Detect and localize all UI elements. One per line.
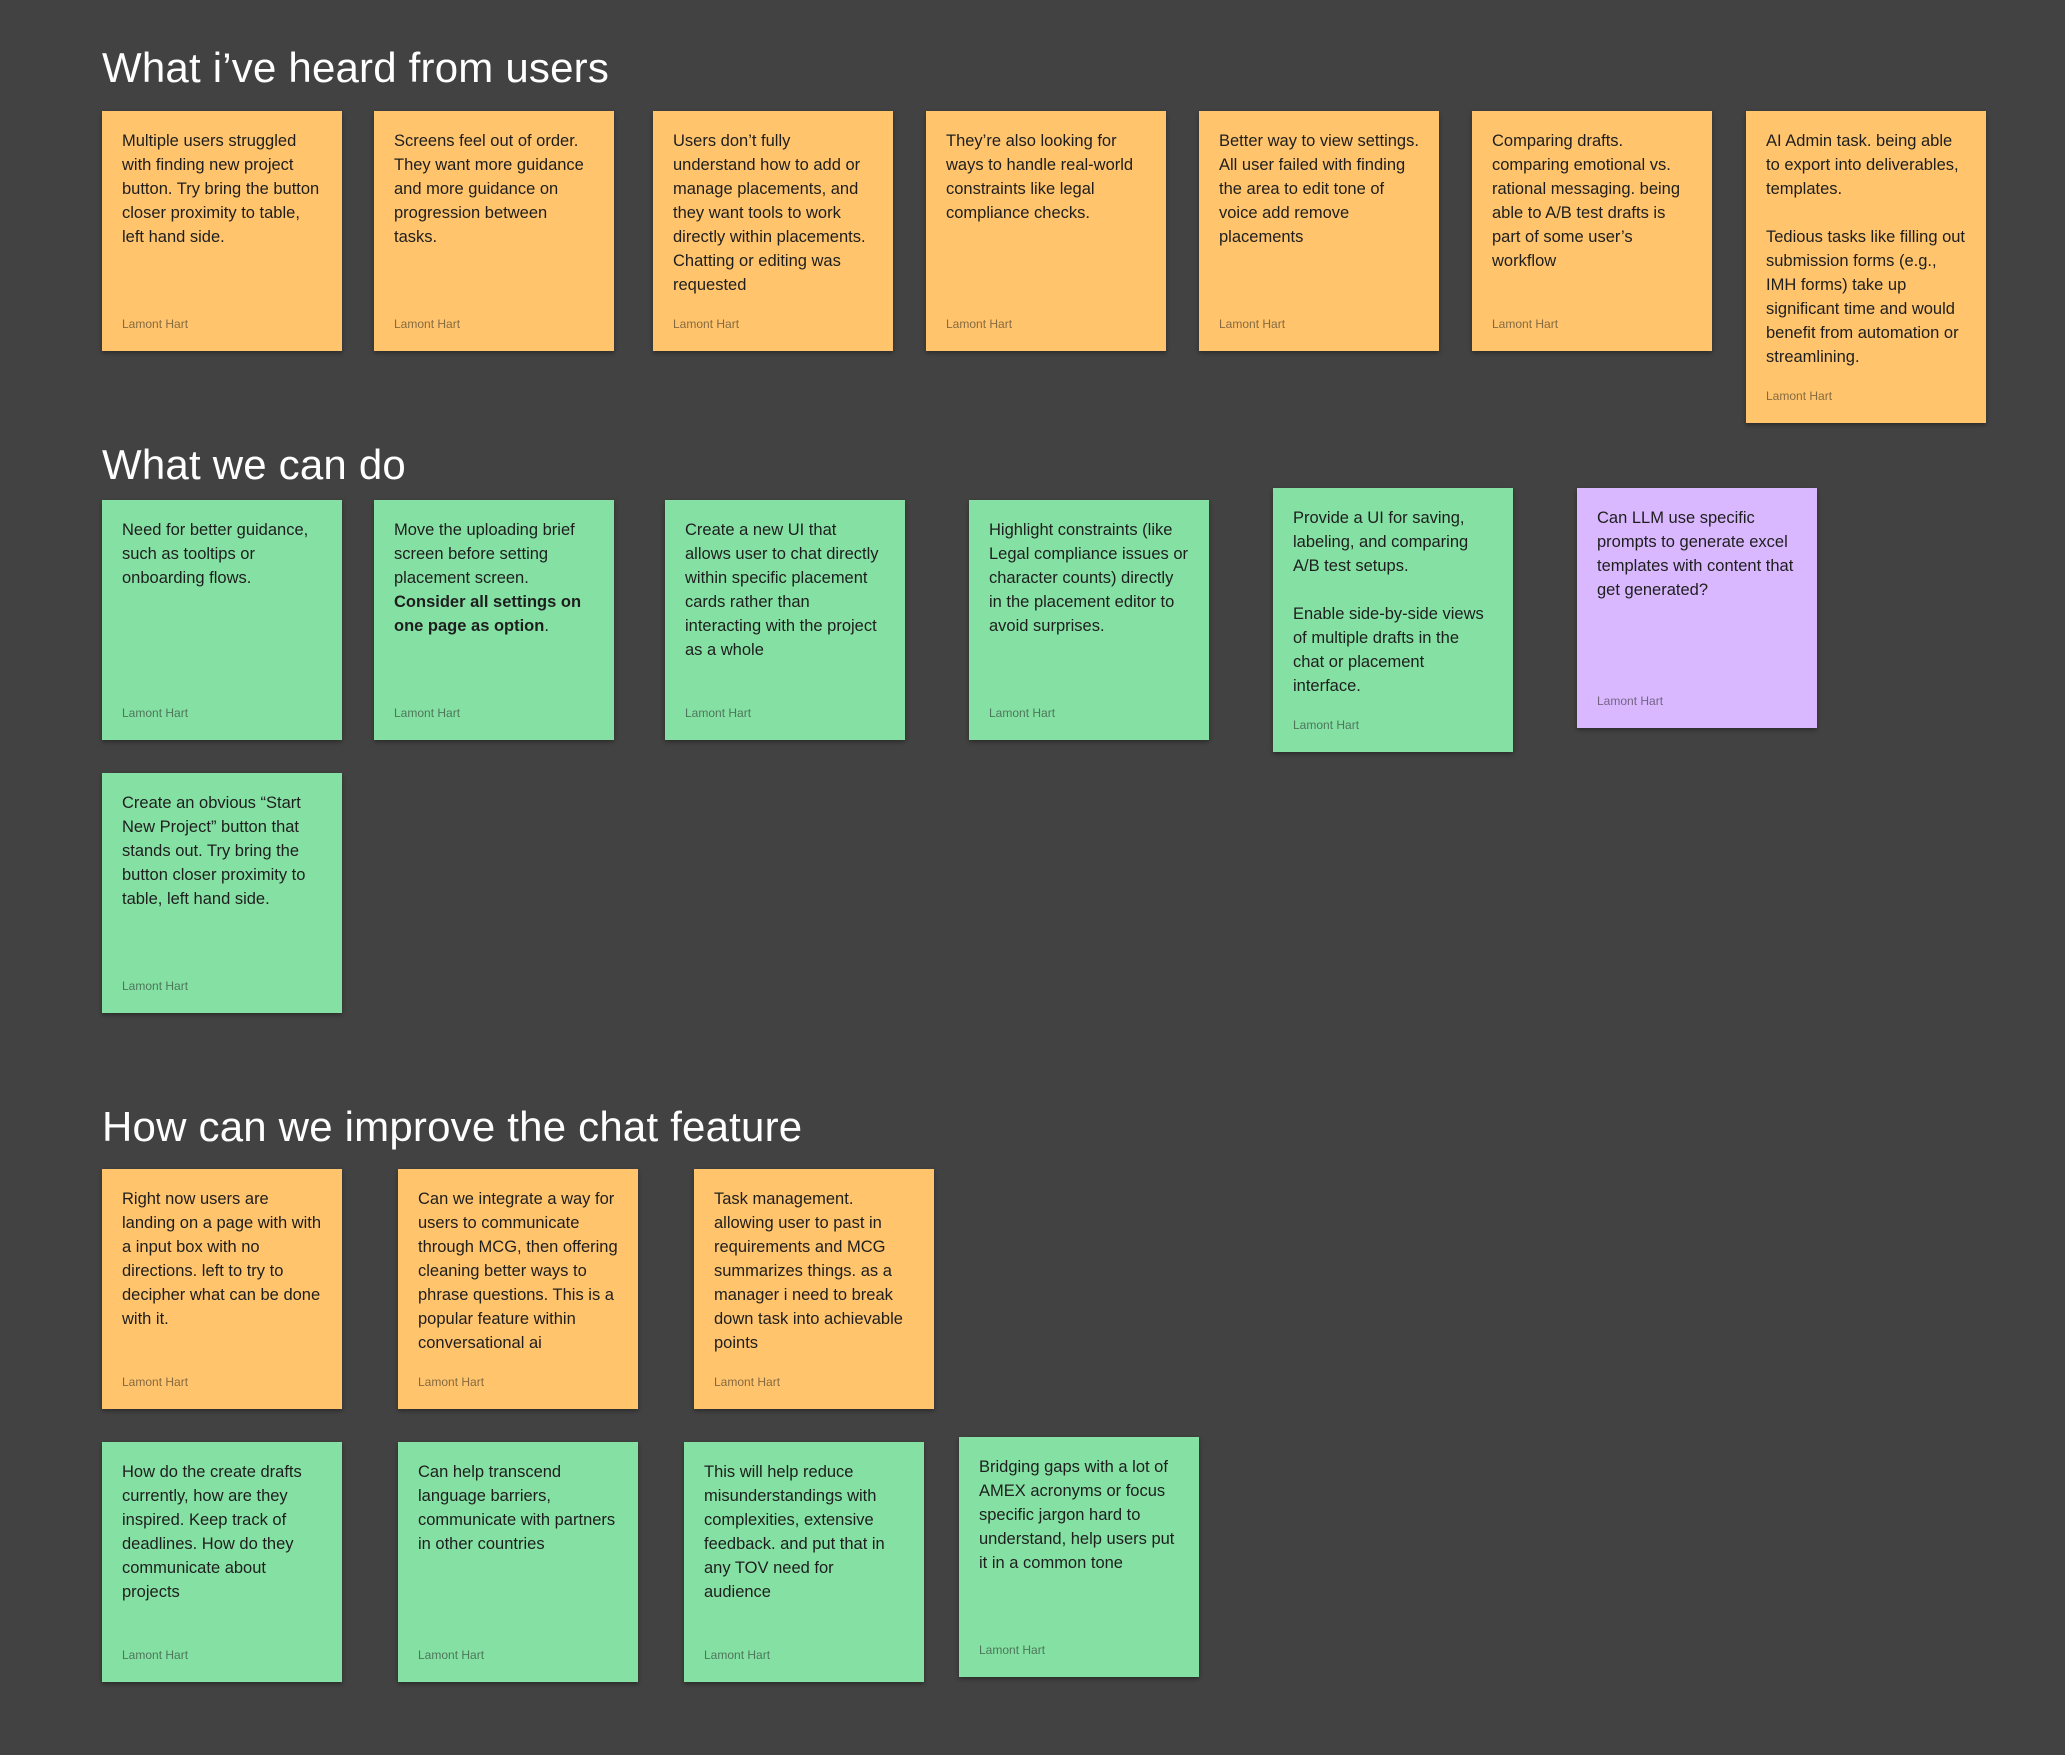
sticky-note-text: Can we integrate a way for users to comm… (418, 1190, 618, 1352)
sticky-note-text: Move the uploading brief screen before s… (394, 518, 594, 638)
sticky-note[interactable]: Provide a UI for saving, labeling, and c… (1273, 488, 1513, 752)
sticky-note-text: Create a new UI that allows user to chat… (685, 521, 879, 659)
sticky-note[interactable]: Create a new UI that allows user to chat… (665, 500, 905, 740)
sticky-note-author: Lamont Hart (418, 1648, 485, 1662)
sticky-note[interactable]: Highlight constraints (like Legal compli… (969, 500, 1209, 740)
sticky-note-text-part: . (544, 617, 549, 635)
sticky-note-text: Users don’t fully understand how to add … (673, 132, 866, 294)
sticky-note[interactable]: Multiple users struggled with finding ne… (102, 111, 342, 351)
sticky-note[interactable]: Can LLM use specific prompts to generate… (1577, 488, 1817, 728)
sticky-note-author: Lamont Hart (946, 317, 1013, 331)
sticky-note[interactable]: Users don’t fully understand how to add … (653, 111, 893, 351)
sticky-note[interactable]: Create an obvious “Start New Project” bu… (102, 773, 342, 1013)
sticky-note-text: Provide a UI for saving, labeling, and c… (1293, 509, 1484, 695)
sticky-note-author: Lamont Hart (394, 706, 461, 720)
sticky-note-text: Highlight constraints (like Legal compli… (989, 521, 1189, 635)
sticky-note-author: Lamont Hart (1293, 718, 1360, 732)
sticky-note-author: Lamont Hart (1766, 389, 1833, 403)
sticky-note[interactable]: Move the uploading brief screen before s… (374, 500, 614, 740)
sticky-note-author: Lamont Hart (989, 706, 1056, 720)
sticky-note-author: Lamont Hart (704, 1648, 771, 1662)
sticky-note-author: Lamont Hart (122, 979, 189, 993)
sticky-note-text: Better way to view settings. All user fa… (1219, 132, 1419, 246)
sticky-note-text: Create an obvious “Start New Project” bu… (122, 794, 306, 908)
sticky-note-author: Lamont Hart (673, 317, 740, 331)
sticky-note-author: Lamont Hart (122, 1648, 189, 1662)
sticky-note-author: Lamont Hart (122, 1375, 189, 1389)
sticky-note-author: Lamont Hart (1219, 317, 1286, 331)
sticky-note-text: Task management. allowing user to past i… (714, 1190, 903, 1352)
sticky-note[interactable]: How do the create drafts currently, how … (102, 1442, 342, 1682)
sticky-note[interactable]: This will help reduce misunderstandings … (684, 1442, 924, 1682)
sticky-note-text: This will help reduce misunderstandings … (704, 1463, 885, 1601)
sticky-note[interactable]: Need for better guidance, such as toolti… (102, 500, 342, 740)
sticky-note[interactable]: AI Admin task. being able to export into… (1746, 111, 1986, 423)
sticky-note-text: AI Admin task. being able to export into… (1766, 132, 1966, 366)
section-heading-improve-chat-feature: How can we improve the chat feature (102, 1103, 803, 1150)
sticky-note[interactable]: Can we integrate a way for users to comm… (398, 1169, 638, 1409)
sticky-note-author: Lamont Hart (418, 1375, 485, 1389)
section-heading-what-we-can-do: What we can do (102, 441, 406, 488)
sticky-note-author: Lamont Hart (979, 1643, 1046, 1657)
sticky-note-author: Lamont Hart (685, 706, 752, 720)
section-heading-heard-from-users: What i’ve heard from users (102, 44, 610, 91)
sticky-note-text: Can help transcend language barriers, co… (418, 1463, 616, 1553)
sticky-note-text: Screens feel out of order. They want mor… (394, 132, 584, 246)
sticky-note[interactable]: Task management. allowing user to past i… (694, 1169, 934, 1409)
sticky-note-author: Lamont Hart (714, 1375, 781, 1389)
sticky-note-text: Bridging gaps with a lot of AMEX acronym… (979, 1458, 1175, 1572)
sticky-note-text: They’re also looking for ways to handle … (946, 132, 1134, 222)
sticky-note[interactable]: Screens feel out of order. They want mor… (374, 111, 614, 351)
sticky-note-bold-text: Consider all settings on one page as opt… (394, 593, 582, 635)
sticky-note-author: Lamont Hart (122, 317, 189, 331)
sticky-note-text-part: Move the uploading brief screen before s… (394, 521, 575, 587)
sticky-note[interactable]: Can help transcend language barriers, co… (398, 1442, 638, 1682)
sticky-note[interactable]: Bridging gaps with a lot of AMEX acronym… (959, 1437, 1199, 1677)
sticky-note-author: Lamont Hart (1597, 694, 1664, 708)
sticky-note-text: Can LLM use specific prompts to generate… (1597, 509, 1794, 599)
sticky-note-text: Comparing drafts. comparing emotional vs… (1492, 132, 1681, 270)
sticky-note-text: Need for better guidance, such as toolti… (122, 521, 309, 587)
sticky-note[interactable]: Comparing drafts. comparing emotional vs… (1472, 111, 1712, 351)
sticky-note[interactable]: Better way to view settings. All user fa… (1199, 111, 1439, 351)
sticky-note[interactable]: Right now users are landing on a page wi… (102, 1169, 342, 1409)
sticky-note-text: Multiple users struggled with finding ne… (122, 132, 320, 246)
sticky-note-text: Right now users are landing on a page wi… (122, 1190, 322, 1328)
sticky-note-author: Lamont Hart (1492, 317, 1559, 331)
sticky-note-author: Lamont Hart (122, 706, 189, 720)
sticky-note[interactable]: They’re also looking for ways to handle … (926, 111, 1166, 351)
sticky-note-text: How do the create drafts currently, how … (122, 1463, 302, 1601)
sticky-note-author: Lamont Hart (394, 317, 461, 331)
